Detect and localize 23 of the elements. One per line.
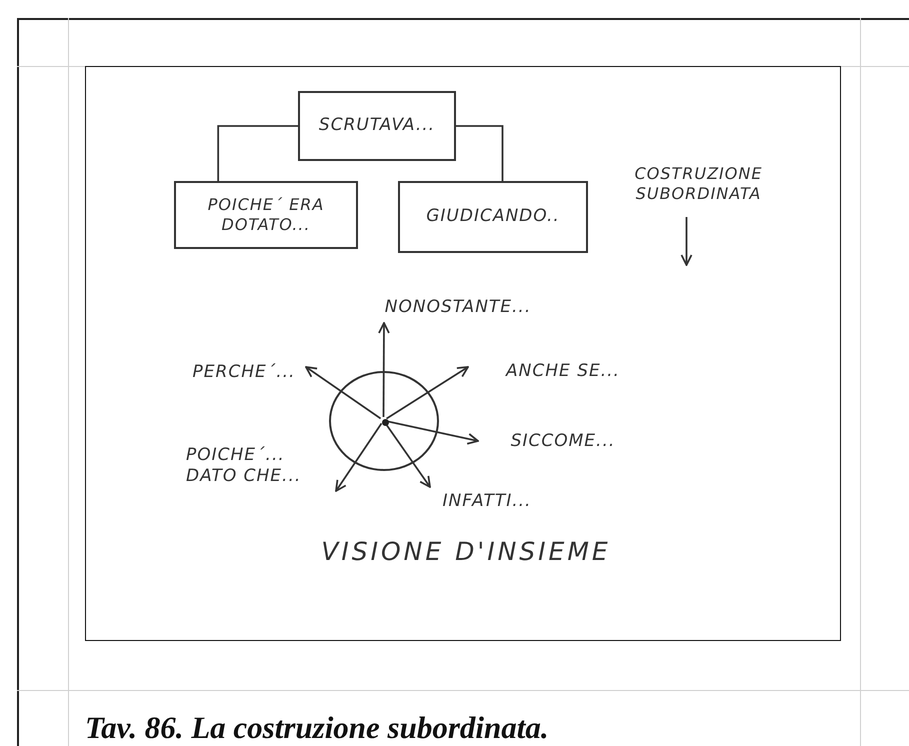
arrow xyxy=(384,422,431,488)
arrow xyxy=(335,422,382,492)
clause-box: SCRUTAVA... xyxy=(298,91,456,161)
clause-text: INFATTI... xyxy=(412,487,562,517)
arrow xyxy=(680,217,692,266)
clause-box: POICHE´ ERA DOTATO... xyxy=(174,181,358,249)
arrow xyxy=(305,366,382,420)
clause-text: ANCHE SE... xyxy=(468,357,658,387)
center-dot xyxy=(382,419,389,426)
clause-text: PERCHE´... xyxy=(182,359,306,387)
clause-circle xyxy=(329,371,439,471)
arrow xyxy=(378,322,390,417)
clause-text: POICHE´... DATO CHE... xyxy=(186,433,322,499)
clause-text: COSTRUZIONE SUBORDINATA xyxy=(591,155,806,213)
arrow xyxy=(386,366,469,420)
clause-text: NONOSTANTE... xyxy=(348,293,568,323)
clause-text: SICCOME... xyxy=(478,427,648,457)
arrow xyxy=(386,420,479,445)
diagram-subtitle: VISIONE D'INSIEME xyxy=(320,537,612,566)
connector-line xyxy=(456,125,504,181)
figure-caption: Tav. 86. La costruzione subordinata. xyxy=(85,710,549,746)
clause-box: GIUDICANDO.. xyxy=(398,181,588,253)
connector-line xyxy=(217,125,298,181)
